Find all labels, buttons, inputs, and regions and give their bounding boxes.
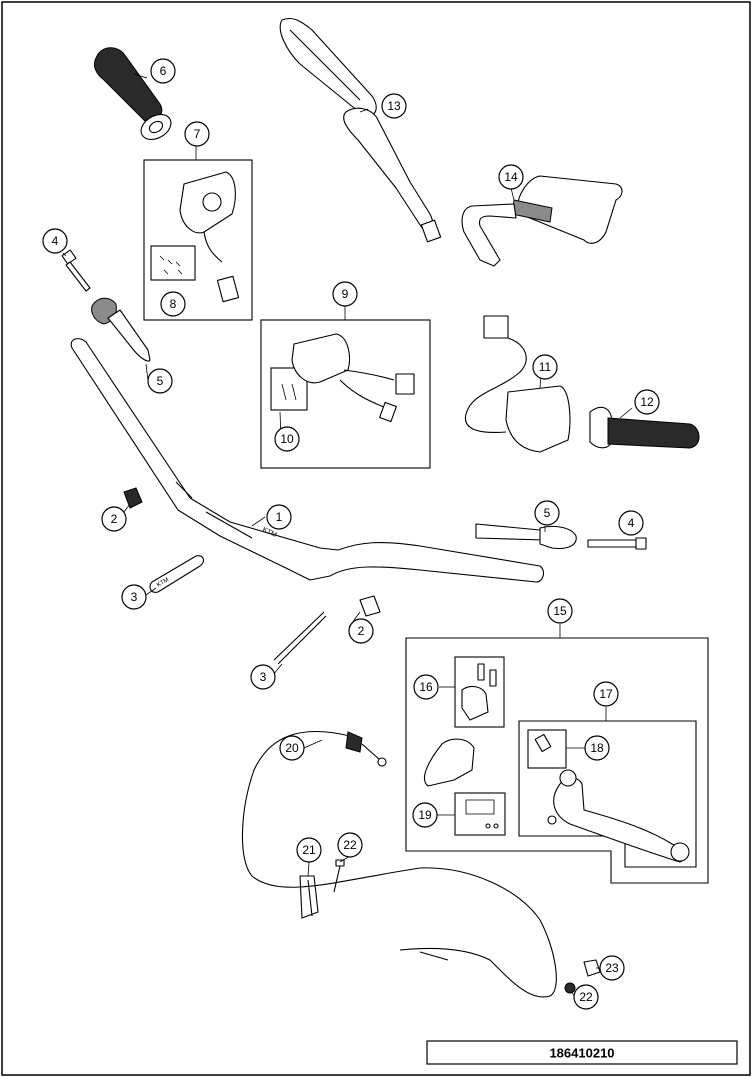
grip-right-part xyxy=(589,406,700,449)
nut-part xyxy=(583,959,601,977)
callout-4: 4 xyxy=(42,228,68,254)
clamp-right-part xyxy=(359,595,381,617)
callout-18: 18 xyxy=(584,735,610,761)
switch-right-part xyxy=(281,333,415,423)
svg-text:3: 3 xyxy=(260,670,267,684)
screw-upper-part xyxy=(333,859,345,893)
callout-13: 13 xyxy=(381,93,407,119)
switch-housing-part xyxy=(159,171,240,303)
svg-text:19: 19 xyxy=(418,808,432,822)
svg-text:20: 20 xyxy=(285,741,299,755)
clutch-lever-part xyxy=(534,733,690,863)
svg-text:5: 5 xyxy=(544,506,551,520)
svg-text:4: 4 xyxy=(52,234,59,248)
group-box-16 xyxy=(454,656,505,728)
group-box-17 xyxy=(518,720,697,868)
bar-end-left-part xyxy=(91,297,151,362)
callout-7: 7 xyxy=(184,121,210,147)
group-box-10 xyxy=(270,367,308,411)
svg-text:23: 23 xyxy=(605,961,619,975)
svg-text:16: 16 xyxy=(419,680,433,694)
svg-text:2: 2 xyxy=(358,624,365,638)
bar-end-right-part xyxy=(475,523,577,550)
svg-text:22: 22 xyxy=(343,838,357,852)
callout-12: 12 xyxy=(634,389,660,415)
svg-text:8: 8 xyxy=(170,297,177,311)
clamp-bracket-part xyxy=(424,663,499,829)
svg-text:18: 18 xyxy=(590,741,604,755)
callout-2: 2 xyxy=(348,618,374,644)
cable-tie-part xyxy=(273,611,327,665)
svg-text:14: 14 xyxy=(504,170,518,184)
callout-14: 14 xyxy=(498,164,524,190)
grip-left-part xyxy=(93,47,172,140)
svg-text:1: 1 xyxy=(276,510,283,524)
clamp-left-part xyxy=(123,487,143,509)
callout-17: 17 xyxy=(593,681,619,707)
bolt-right-part xyxy=(587,537,647,550)
callout-4: 4 xyxy=(618,510,644,536)
callout-22: 22 xyxy=(337,832,363,858)
callout-10: 10 xyxy=(274,426,300,452)
callout-8: 8 xyxy=(160,291,186,317)
callout-3: 3 xyxy=(121,584,147,610)
mirror-right-part xyxy=(461,175,623,267)
svg-text:10: 10 xyxy=(280,432,294,446)
callout-11: 11 xyxy=(532,354,558,380)
spanner-part: KTM xyxy=(149,555,205,593)
svg-text:3: 3 xyxy=(131,590,138,604)
svg-text:2: 2 xyxy=(111,512,118,526)
svg-text:11: 11 xyxy=(539,360,552,374)
group-box-9 xyxy=(260,319,431,469)
callout-15: 15 xyxy=(547,598,573,624)
bolt-left-part xyxy=(61,249,91,292)
callout-22: 22 xyxy=(573,984,599,1010)
svg-text:5: 5 xyxy=(157,374,164,388)
svg-text:4: 4 xyxy=(628,516,635,530)
callout-23: 23 xyxy=(599,955,625,981)
svg-text:9: 9 xyxy=(342,287,349,301)
group-box-8 xyxy=(150,245,196,281)
callout-19: 19 xyxy=(412,802,438,828)
callout-3: 3 xyxy=(250,664,276,690)
svg-text:12: 12 xyxy=(640,395,654,409)
callout-1: 1 xyxy=(266,504,292,530)
svg-text:21: 21 xyxy=(302,843,316,857)
callout-21: 21 xyxy=(296,837,322,863)
group-box-15 xyxy=(405,637,709,884)
switch-right-housing-part xyxy=(464,315,571,453)
callout-20: 20 xyxy=(279,735,305,761)
svg-text:6: 6 xyxy=(160,64,167,78)
callout-6: 6 xyxy=(150,58,176,84)
drawing-number: 186410210 xyxy=(549,1046,614,1061)
callout-5: 5 xyxy=(147,368,173,394)
callout-16: 16 xyxy=(413,674,439,700)
callout-5: 5 xyxy=(534,500,560,526)
group-box-18 xyxy=(527,729,567,769)
clutch-cable-part xyxy=(241,730,557,998)
drawing-number-box: 186410210 xyxy=(426,1040,738,1065)
cable-bracket-part xyxy=(299,875,319,919)
callout-9: 9 xyxy=(332,281,358,307)
svg-text:15: 15 xyxy=(553,604,567,618)
svg-text:22: 22 xyxy=(579,990,593,1004)
screw-lower-part xyxy=(564,982,576,994)
group-box-19 xyxy=(454,792,506,836)
callout-2: 2 xyxy=(101,506,127,532)
mirror-left-part xyxy=(279,17,442,243)
svg-text:17: 17 xyxy=(599,687,613,701)
svg-text:13: 13 xyxy=(387,99,401,113)
svg-text:7: 7 xyxy=(194,127,201,141)
group-box-7 xyxy=(143,159,253,321)
svg-text:KTM: KTM xyxy=(156,577,170,589)
